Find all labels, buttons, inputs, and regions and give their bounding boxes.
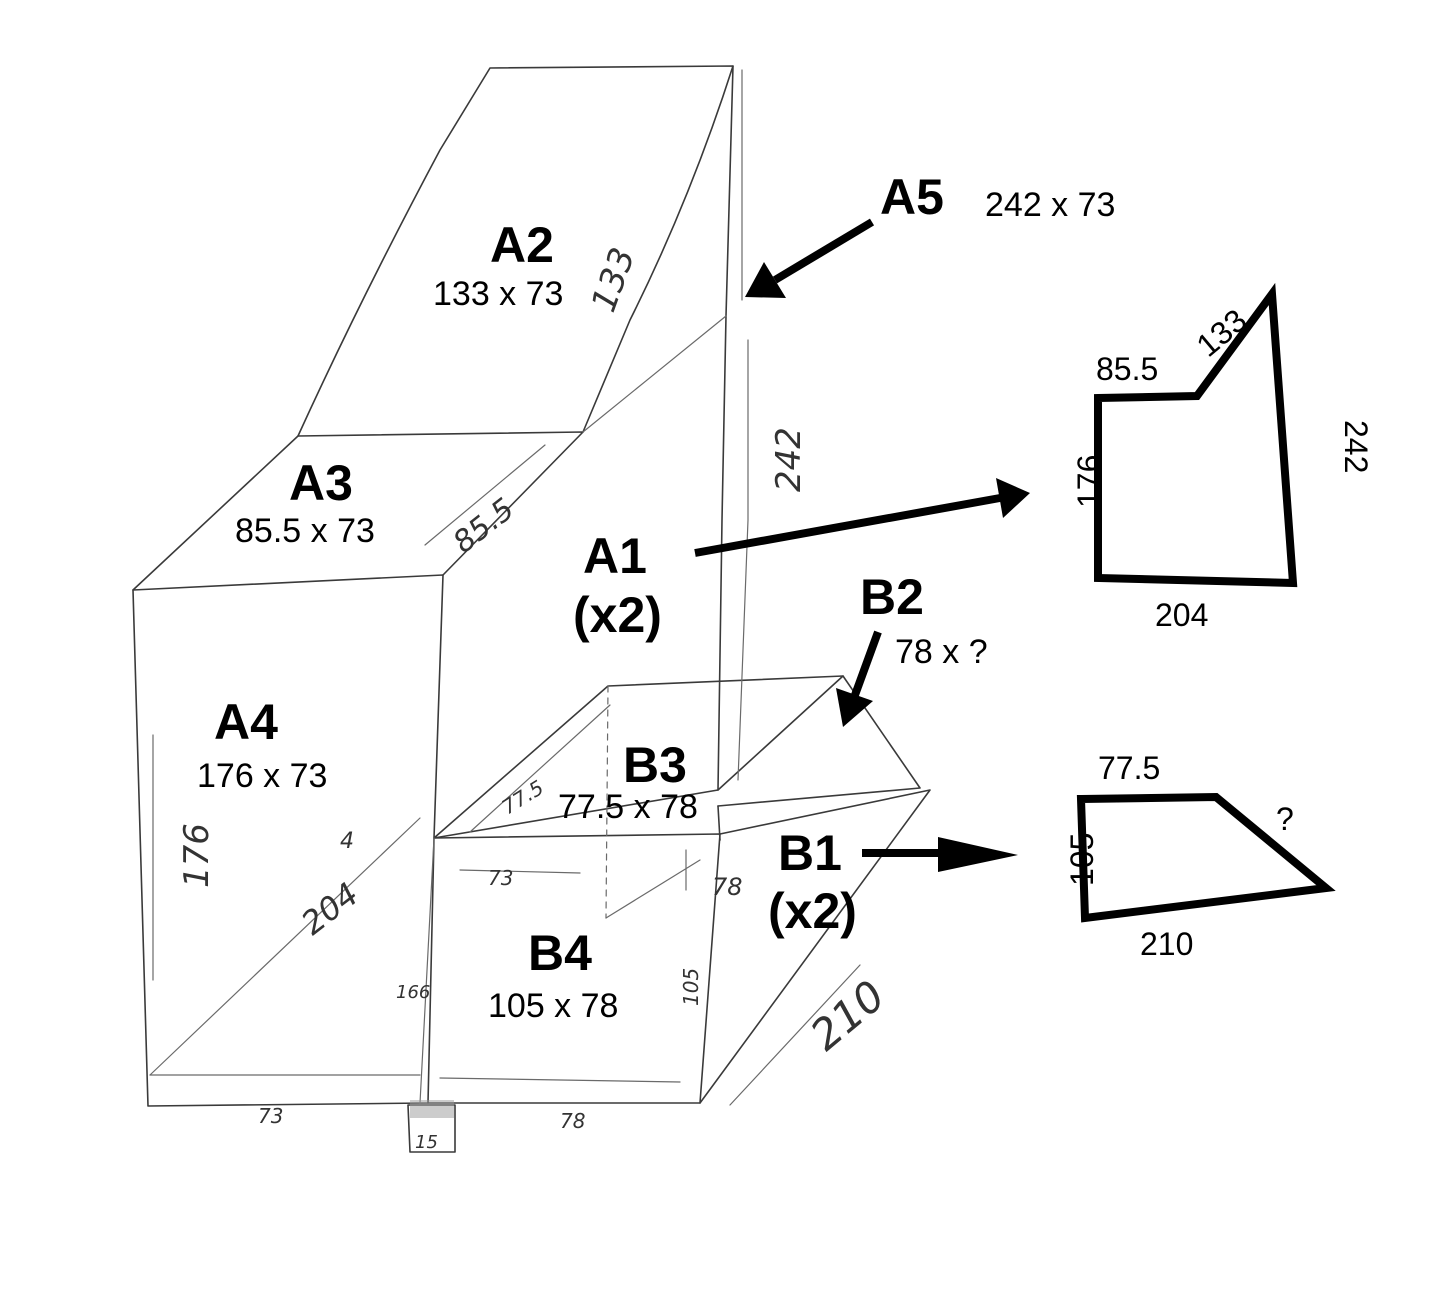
measure-a3-edge: 85.5 bbox=[447, 492, 521, 561]
panel-a2-label: A2 bbox=[490, 217, 554, 273]
panel-a4-dims: 176 x 73 bbox=[197, 757, 327, 795]
a1-right-dim: 242 bbox=[1338, 420, 1374, 473]
sketch-lines bbox=[132, 65, 931, 1153]
measure-note-a: 4 bbox=[340, 829, 354, 854]
measure-diagonal: 204 bbox=[294, 875, 366, 943]
b1-left-dim: 105 bbox=[1064, 833, 1100, 886]
measure-base-length: 210 bbox=[801, 971, 894, 1060]
panel-b1-label: B1 bbox=[778, 825, 842, 881]
a5-pointer-arrow bbox=[772, 218, 875, 284]
a1-bottom-dim: 204 bbox=[1155, 597, 1208, 633]
measure-b3-edge: 77.5 bbox=[497, 775, 547, 819]
b2-pointer-arrow bbox=[851, 630, 882, 697]
panel-a2-dims: 133 x 73 bbox=[433, 275, 563, 313]
panel-b4-dims: 105 x 78 bbox=[488, 987, 618, 1025]
measure-note-b: 166 bbox=[396, 982, 430, 1003]
panel-a5-dims: 242 x 73 bbox=[985, 186, 1115, 224]
a1-pointer-arrow bbox=[694, 494, 1001, 557]
panel-labels: A2 133 x 73 A3 85.5 x 73 A4 176 x 73 A5 … bbox=[197, 169, 1115, 1025]
a1-top-dim: 85.5 bbox=[1096, 351, 1158, 387]
panel-b2-label: B2 bbox=[860, 569, 924, 625]
panel-b3-label: B3 bbox=[623, 737, 687, 793]
measure-a5-edge: 242 bbox=[769, 427, 809, 492]
b1-top-dim: 77.5 bbox=[1098, 750, 1160, 786]
panel-a1-label: A1 bbox=[583, 528, 647, 584]
panel-b3-dims: 77.5 x 78 bbox=[558, 788, 698, 826]
a1-left-dim: 176 bbox=[1071, 455, 1107, 508]
measure-a4-height: 176 bbox=[177, 823, 217, 888]
panel-b1-count: (x2) bbox=[768, 883, 857, 939]
b1-slope-dim: ? bbox=[1276, 801, 1294, 837]
measure-base-right: 78 bbox=[560, 1109, 585, 1133]
b1-bottom-dim: 210 bbox=[1140, 926, 1193, 962]
measure-b4-width: 73 bbox=[488, 866, 513, 890]
a1-slope-dim: 133 bbox=[1189, 302, 1253, 364]
measure-a2-edge: 133 bbox=[584, 243, 644, 318]
panel-b2-dims: 78 x ? bbox=[895, 633, 988, 671]
measure-base-left: 73 bbox=[258, 1104, 283, 1128]
panel-a4-label: A4 bbox=[214, 694, 278, 750]
a1-cut-shape: 85.5 133 242 176 204 bbox=[1071, 282, 1374, 633]
panel-b4-label: B4 bbox=[528, 925, 592, 981]
panel-a5-label: A5 bbox=[880, 169, 944, 225]
measure-b4-height: 105 bbox=[679, 968, 703, 1006]
panel-a3-dims: 85.5 x 73 bbox=[235, 512, 375, 550]
panel-a1-count: (x2) bbox=[573, 587, 662, 643]
measure-b-side-depth: 78 bbox=[712, 873, 743, 901]
panel-a3-label: A3 bbox=[289, 455, 353, 511]
b1-cut-shape: 77.5 ? 105 210 bbox=[1064, 750, 1336, 962]
measure-foot: 15 bbox=[415, 1132, 438, 1153]
pointer-arrows bbox=[694, 218, 1030, 872]
